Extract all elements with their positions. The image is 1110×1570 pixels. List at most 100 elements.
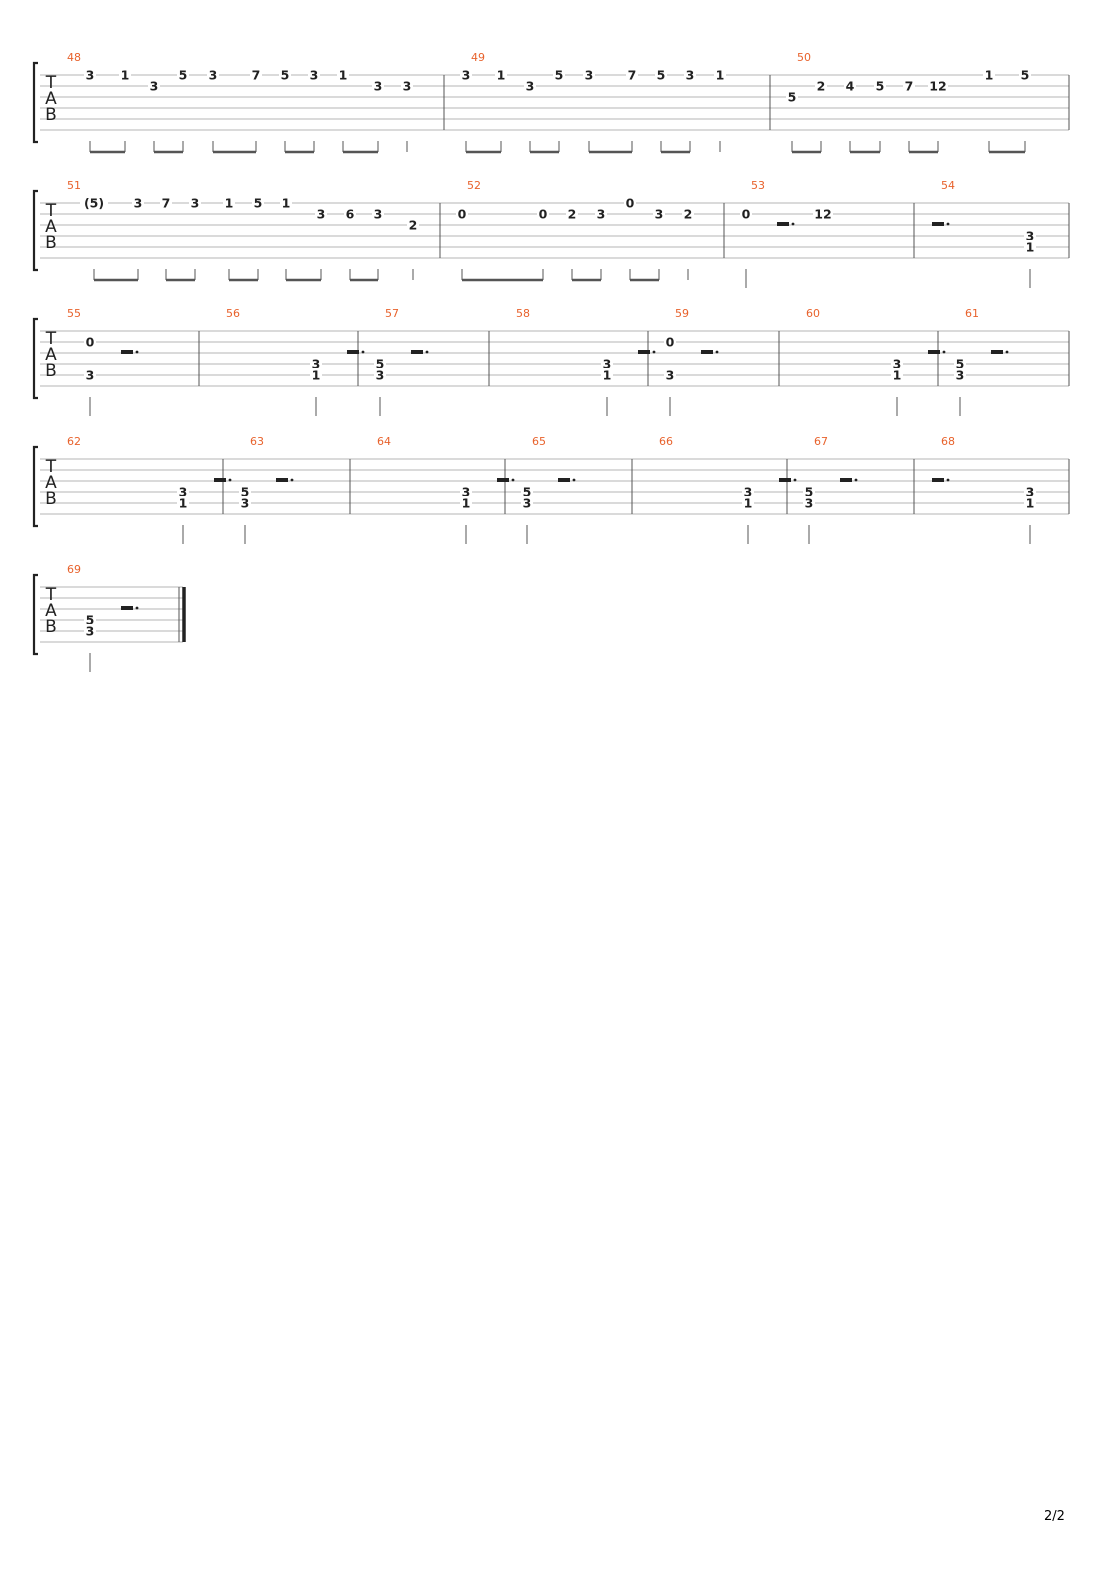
fret-bg <box>803 496 815 509</box>
fret-bg <box>279 68 291 81</box>
fret-bg <box>372 79 384 92</box>
tab-clef-letter: B <box>45 361 57 381</box>
fret-number: 1 <box>179 496 188 511</box>
rest-dot <box>572 478 576 482</box>
fret-number: 5 <box>523 485 532 500</box>
fret-number: (5) <box>84 196 104 211</box>
fret-bg <box>891 368 903 381</box>
measure-number: 65 <box>532 435 546 448</box>
fret-bg <box>207 68 219 81</box>
fret-number: 3 <box>150 79 159 94</box>
rest-dot <box>228 478 232 482</box>
fret-bg <box>537 207 549 220</box>
fret-number: 3 <box>462 485 471 500</box>
measure-number: 50 <box>797 51 811 64</box>
fret-bg <box>132 196 144 209</box>
fret-number: 7 <box>628 68 637 83</box>
fret-number: 3 <box>744 485 753 500</box>
fret-number: 3 <box>310 68 319 83</box>
fret-bg <box>80 196 108 209</box>
measure-number: 51 <box>67 179 81 192</box>
fret-bg <box>280 196 292 209</box>
fret-number: 1 <box>312 368 321 383</box>
fret-bg <box>601 368 613 381</box>
fret-number: 3 <box>603 357 612 372</box>
fret-bg <box>177 496 189 509</box>
measure-number: 60 <box>806 307 820 320</box>
fret-number: 1 <box>282 196 291 211</box>
half-rest <box>121 606 133 610</box>
half-rest <box>121 350 133 354</box>
fret-bg <box>223 196 235 209</box>
fret-number: 1 <box>744 496 753 511</box>
half-rest <box>214 478 226 482</box>
tab-clef-letter: A <box>45 601 57 621</box>
fret-bg <box>308 68 320 81</box>
fret-bg <box>624 196 636 209</box>
fret-number: 1 <box>716 68 725 83</box>
fret-number: 3 <box>666 368 675 383</box>
fret-number: 1 <box>985 68 994 83</box>
fret-bg <box>983 68 995 81</box>
fret-number: 5 <box>788 90 797 105</box>
rest-dot <box>135 606 139 610</box>
fret-number: 3 <box>134 196 143 211</box>
measure-number: 54 <box>941 179 955 192</box>
fret-number: 2 <box>684 207 693 222</box>
half-rest <box>347 350 359 354</box>
fret-bg <box>813 207 833 220</box>
fret-bg <box>583 68 595 81</box>
fret-number: 1 <box>1026 240 1035 255</box>
fret-number: 0 <box>539 207 548 222</box>
fret-bg <box>903 79 915 92</box>
system-bracket <box>32 189 38 272</box>
fret-number: 0 <box>458 207 467 222</box>
fret-number: 7 <box>252 68 261 83</box>
fret-bg <box>1024 240 1036 253</box>
fret-bg <box>566 207 578 220</box>
tab-clef-letter: A <box>45 89 57 109</box>
fret-bg <box>84 335 96 348</box>
rest-dot <box>425 350 429 354</box>
tab-clef-letter: A <box>45 217 57 237</box>
fret-number: 5 <box>805 485 814 500</box>
fret-bg <box>803 485 815 498</box>
fret-number: 5 <box>876 79 885 94</box>
fret-bg <box>84 624 96 637</box>
fret-number: 3 <box>655 207 664 222</box>
rest-dot <box>942 350 946 354</box>
measure-number: 49 <box>471 51 485 64</box>
fret-bg <box>684 68 696 81</box>
fret-number: 3 <box>179 485 188 500</box>
fret-bg <box>1024 229 1036 242</box>
fret-bg <box>84 68 96 81</box>
half-rest <box>558 478 570 482</box>
fret-bg <box>407 218 419 231</box>
fret-bg <box>664 335 676 348</box>
fret-number: 3 <box>462 68 471 83</box>
fret-bg <box>682 207 694 220</box>
fret-bg <box>374 357 386 370</box>
rest-dot <box>715 350 719 354</box>
fret-number: 6 <box>346 207 355 222</box>
fret-number: 5 <box>179 68 188 83</box>
half-rest <box>932 478 944 482</box>
fret-number: 5 <box>254 196 263 211</box>
fret-bg <box>460 496 472 509</box>
fret-number: 3 <box>597 207 606 222</box>
tab-clef-letter: T <box>45 585 57 605</box>
tab-clef-letter: A <box>45 345 57 365</box>
half-rest <box>779 478 791 482</box>
fret-bg <box>177 68 189 81</box>
half-rest <box>840 478 852 482</box>
half-rest <box>991 350 1003 354</box>
fret-bg <box>1019 68 1031 81</box>
tab-clef-letter: A <box>45 473 57 493</box>
fret-bg <box>891 357 903 370</box>
fret-number: 5 <box>241 485 250 500</box>
fret-bg <box>664 368 676 381</box>
fret-number: 0 <box>626 196 635 211</box>
